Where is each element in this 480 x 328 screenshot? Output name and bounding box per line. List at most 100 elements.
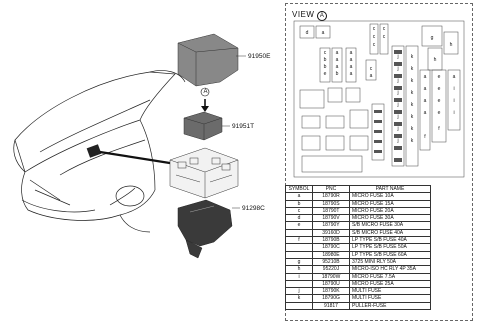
- slot-letter: a: [453, 74, 456, 80]
- cell-symbol: [285, 243, 313, 252]
- slot-letter: i: [453, 86, 454, 92]
- cell-part-name: LP TYPE S/B FUSE 40A: [349, 236, 431, 245]
- slot-letter: b: [324, 57, 327, 63]
- slot-letter: b: [336, 71, 339, 77]
- cell-pnc: 18790S: [312, 199, 350, 208]
- cell-symbol: [285, 301, 313, 311]
- slot-letter: a: [336, 50, 339, 56]
- slot-letter: a: [322, 30, 325, 36]
- slot-letter: a: [350, 71, 353, 77]
- slot-letter: j: [396, 54, 398, 60]
- header-symbol: SYMBOL: [285, 184, 313, 194]
- fuse-box-bracket: [177, 199, 233, 259]
- fuse-box-cover: [177, 33, 239, 87]
- slot-letter: k: [411, 126, 414, 132]
- slot-letter: c: [383, 26, 386, 32]
- slot-letter: f: [438, 126, 440, 132]
- relay-block: [183, 111, 223, 141]
- slot-letter: a: [424, 98, 427, 104]
- slot-letter: e: [324, 71, 327, 77]
- slot-letter: c: [383, 34, 386, 40]
- cell-symbol: [285, 228, 313, 238]
- cell-pnc: 95220J: [312, 265, 350, 274]
- slot-letter: c: [370, 66, 373, 72]
- slot-letter: a: [424, 86, 427, 92]
- cell-pnc: 18790W: [312, 272, 350, 281]
- cell-part-name: MICRO FUSE 30A: [349, 214, 431, 223]
- slot-letter: a: [424, 74, 427, 80]
- cell-symbol: i: [285, 272, 313, 281]
- slot-letter: c: [324, 50, 327, 56]
- cell-part-name: LP TYPE S/B FUSE 60A: [349, 250, 431, 259]
- cell-symbol: f: [285, 236, 313, 245]
- cell-part-name: MULTI FUSE: [349, 294, 431, 303]
- view-a-arrow: [200, 87, 210, 112]
- table-header-row: SYMBOL PNC PART NAME: [285, 184, 431, 194]
- slot-letter: e: [438, 110, 441, 116]
- slot-letter: a: [424, 110, 427, 116]
- view-marker-circle: A: [317, 11, 328, 21]
- cell-symbol: g: [285, 257, 313, 267]
- slot-letter: g: [431, 35, 434, 41]
- fuse-box-body: [169, 147, 239, 199]
- cell-symbol: [285, 279, 313, 289]
- cell-pnc: 18790T: [312, 206, 350, 216]
- cell-part-name: MICRO FUSE 25A: [349, 279, 431, 289]
- cell-pnc: 18790B: [312, 236, 350, 245]
- cell-symbol: k: [285, 294, 313, 303]
- slot-letter: c: [373, 26, 376, 32]
- slot-letter: j: [396, 138, 398, 144]
- slot-letter: d: [306, 30, 309, 36]
- slot-letter: a: [350, 57, 353, 63]
- slot-letter: a: [350, 50, 353, 56]
- slot-letter: k: [411, 90, 414, 96]
- view-a-marker: A: [203, 89, 208, 95]
- cell-symbol: e: [285, 221, 313, 230]
- slot-letter: h: [434, 57, 437, 63]
- slot-letter: j: [396, 114, 398, 120]
- slot-letter: f: [424, 134, 426, 140]
- slot-letter: c: [373, 42, 376, 48]
- cell-part-name: MICRO FUSE 7.5A: [349, 272, 431, 281]
- cell-pnc: 95210B: [312, 257, 350, 267]
- callout-top-cover: 91950E: [248, 53, 271, 60]
- cell-symbol: a: [285, 192, 313, 201]
- cell-pnc: 18790C: [312, 243, 350, 252]
- slot-letter: c: [373, 34, 376, 40]
- cell-symbol: h: [285, 265, 313, 274]
- slot-letter: h: [450, 42, 453, 48]
- slot-letter: a: [336, 64, 339, 70]
- slot-letter: i: [453, 110, 454, 116]
- cell-part-name: MICRO-ISO HC RLY 4P 35A: [349, 265, 431, 274]
- engine-bay-fuse-box: [86, 144, 177, 166]
- cell-pnc: 18980E: [312, 250, 350, 259]
- slot-letter: k: [411, 114, 414, 120]
- cell-pnc: 18790Y: [312, 221, 350, 230]
- cell-part-name: MICRO FUSE 15A: [349, 199, 431, 208]
- slot-letter: e: [438, 98, 441, 104]
- slot-letter: a: [370, 73, 373, 79]
- view-label-text: VIEW: [292, 10, 315, 19]
- cell-part-name: 3725 MINI RLY 50A: [349, 257, 431, 267]
- slot-letter: k: [411, 78, 414, 84]
- cell-pnc: 18790K: [312, 287, 350, 296]
- slot-letter: j: [396, 78, 398, 84]
- cell-part-name: PULLER-FUSE: [349, 301, 431, 311]
- cell-pnc: 39160D: [312, 228, 350, 238]
- slot-letter: b: [324, 64, 327, 70]
- slot-letter: j: [396, 102, 398, 108]
- slot-letter: k: [411, 102, 414, 108]
- cell-part-name: LP TYPE S/B FUSE 50A: [349, 243, 431, 252]
